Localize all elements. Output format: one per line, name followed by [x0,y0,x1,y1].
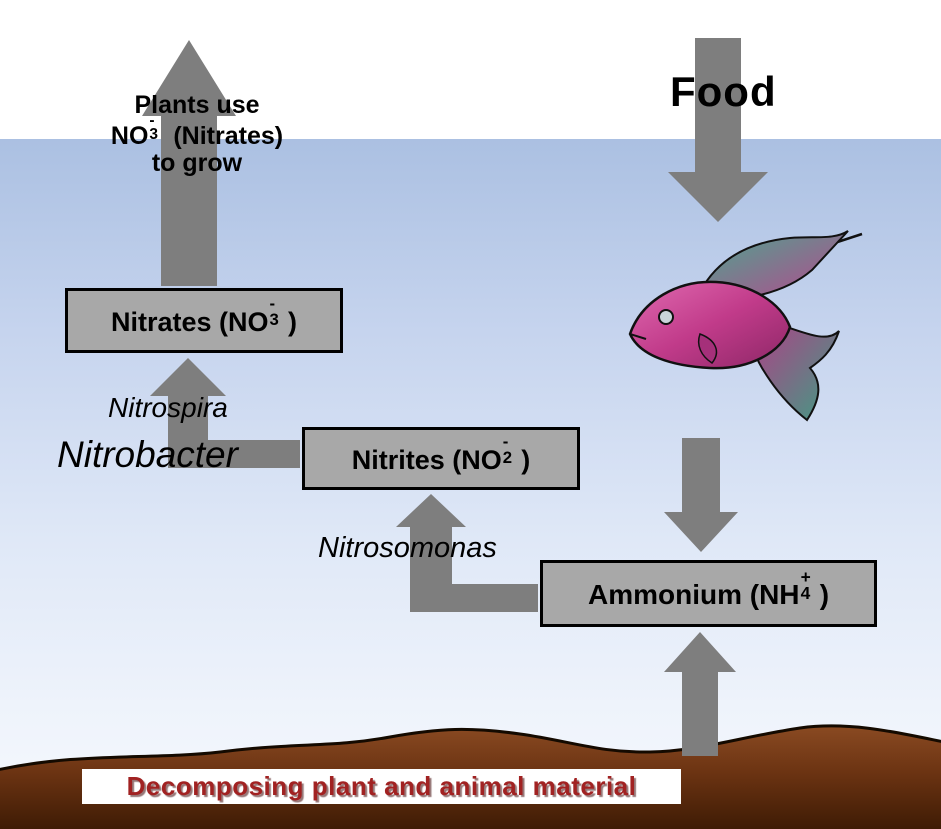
nitrospira-label: Nitrospira [108,392,228,423]
arrow-nitrites-to-nitrates [150,358,300,468]
food-label: Food [670,68,777,115]
nitrates-charge: - [269,294,276,314]
arrow-nitrates-to-plants [142,40,236,286]
ammonium-label-post: ) [819,579,830,610]
decomposing-caption: Decomposing plant and animal material [82,769,681,804]
nitrates-box: Nitrates (NO-3) [65,288,343,353]
nitrites-box: Nitrites (NO-2) [302,427,580,490]
fish-mouth [629,333,647,340]
ammonium-subscript: 4 [800,583,811,604]
nitrate-subscript: 3 [149,126,158,144]
nitrate-charge: - [149,111,155,129]
arrow-ground-to-ammonium [664,632,736,756]
fish-pectoral-fin [697,333,718,364]
nitrates-label: Nitrates (NO-3) [111,296,297,338]
nitrosomonas-label: Nitrosomonas [318,532,497,564]
ammonium-label-pre: Ammonium (NH [587,579,800,610]
nitrates-label-pre: Nitrates (NO [111,306,269,337]
ammonium-formula-stack: +4 [800,568,820,604]
arrow-food-to-fish [668,38,768,222]
nitrates-label-post: ) [287,306,297,337]
nitrates-formula-stack: -3 [269,296,288,331]
ammonium-box: Ammonium (NH+4) [540,560,877,627]
decomposing-caption-text: Decomposing plant and animal material [126,771,637,801]
fish-illustration [628,230,863,422]
ammonium-label: Ammonium (NH+4) [587,568,830,611]
plants-line2-post: (Nitrates) [166,122,284,150]
nitrites-subscript: 2 [502,448,513,468]
plants-line2: NO-3 (Nitrates) [72,112,322,150]
plants-use-label: Plants use NO-3 (Nitrates) to grow [72,92,322,177]
plants-line1: Plants use [134,91,260,119]
fish-dorsal-fin [698,230,849,301]
nitrites-charge: - [502,432,509,452]
fish-eye [658,309,674,325]
nitrobacter-label: Nitrobacter [57,434,238,475]
nitrites-label-post: ) [521,444,531,475]
fish-body [628,280,792,370]
nitrites-label: Nitrites (NO-2) [351,434,531,476]
nitrate-formula-stack: -3 [148,112,166,144]
arrow-ammonium-to-nitrites [396,494,538,612]
plants-line3: to grow [151,149,243,177]
ammonium-charge: + [800,566,811,587]
arrow-fish-to-ammonium [664,438,738,552]
nitrites-formula-stack: -2 [502,434,521,469]
nitrates-subscript: 3 [269,310,279,330]
plants-line2-pre: NO [110,122,149,150]
nitrites-label-pre: Nitrites (NO [351,444,502,475]
